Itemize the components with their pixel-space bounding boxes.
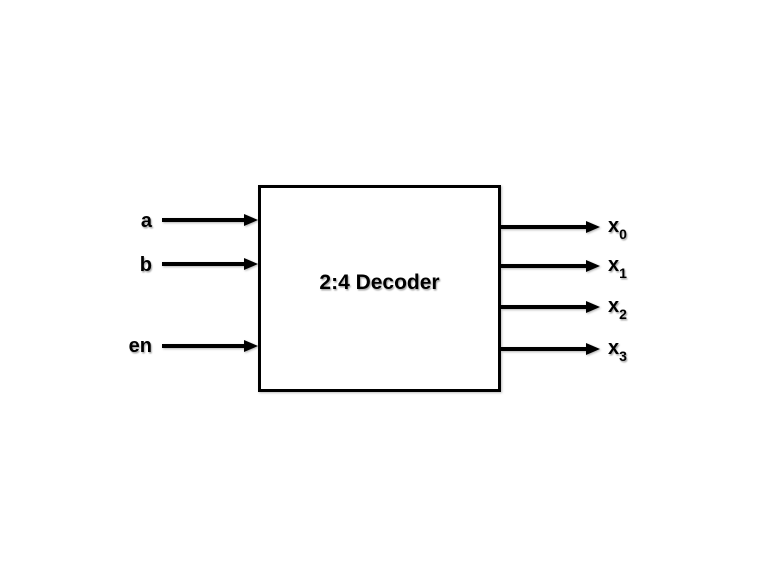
decoder-title: 2:4 Decoder	[319, 270, 440, 294]
input-arrow-b	[162, 257, 258, 271]
output-label-x1: x1	[608, 251, 627, 281]
output-label-sub: 2	[619, 306, 627, 322]
arrow-shaft	[162, 344, 244, 348]
output-label-base: x	[608, 295, 620, 317]
output-arrow-x3	[501, 342, 600, 356]
arrow-shaft	[162, 218, 244, 222]
arrow-shaft	[501, 225, 586, 229]
arrow-shaft	[162, 262, 244, 266]
input-label-en: en	[128, 335, 152, 357]
output-label-base: x	[608, 254, 620, 276]
output-label-sub: 0	[619, 226, 627, 242]
output-arrow-x0	[501, 220, 600, 234]
input-arrow-en	[162, 339, 258, 353]
input-label-a: a	[140, 210, 152, 232]
output-label-base: x	[608, 337, 620, 359]
arrow-shaft	[501, 264, 586, 268]
output-arrow-x2	[501, 300, 600, 314]
arrowhead-right-icon	[586, 260, 600, 272]
arrowhead-right-icon	[586, 301, 600, 313]
arrowhead-right-icon	[244, 214, 258, 226]
arrowhead-right-icon	[244, 340, 258, 352]
output-label-sub: 3	[619, 348, 627, 364]
arrowhead-right-icon	[586, 221, 600, 233]
decoder-block: 2:4 Decoder	[258, 185, 501, 392]
output-arrow-x1	[501, 259, 600, 273]
arrowhead-right-icon	[244, 258, 258, 270]
arrowhead-right-icon	[586, 343, 600, 355]
input-arrow-a	[162, 213, 258, 227]
output-label-x0: x0	[608, 212, 627, 242]
arrow-shaft	[501, 347, 586, 351]
output-label-sub: 1	[619, 265, 627, 281]
output-label-x3: x3	[608, 334, 627, 364]
output-label-x2: x2	[608, 292, 627, 322]
output-label-base: x	[608, 215, 620, 237]
arrow-shaft	[501, 305, 586, 309]
input-label-b: b	[139, 254, 152, 276]
